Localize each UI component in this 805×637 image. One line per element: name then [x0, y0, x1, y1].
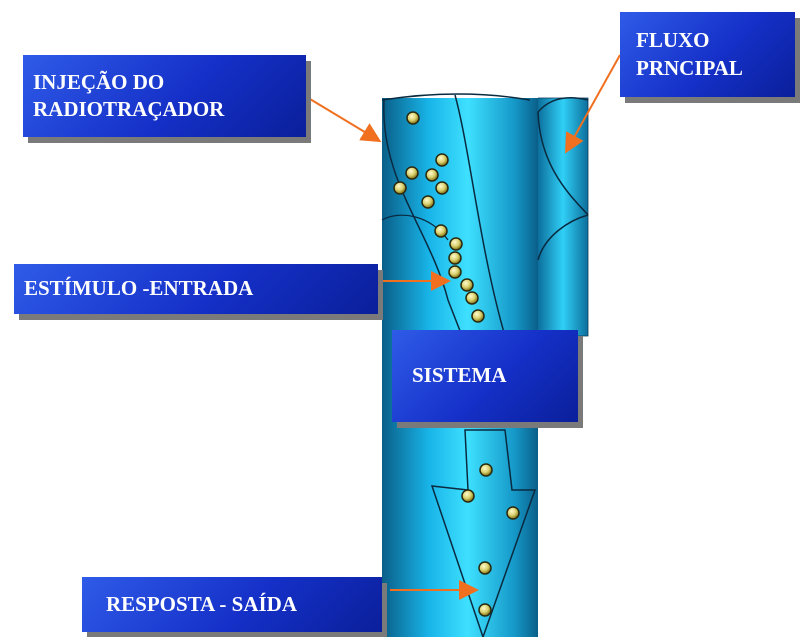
tracer-particle [479, 463, 493, 477]
injection-label: INJEÇÃO DO RADIOTRAÇADOR [23, 55, 306, 137]
response-label: RESPOSTA - SAÍDA [82, 577, 382, 632]
pipe-top-curve [381, 93, 531, 101]
tracer-particle [425, 168, 439, 182]
injection-pointer-arrow [304, 95, 382, 143]
injection-label-line-2: RADIOTRAÇADOR [33, 97, 225, 121]
tracer-particle [393, 181, 407, 195]
side-pipe-top-curve [537, 97, 589, 113]
response-label-text: RESPOSTA - SAÍDA [106, 591, 297, 616]
main-flow-pointer-arrow [565, 54, 621, 154]
tracer-particle [435, 153, 449, 167]
tracer-particle [406, 111, 420, 125]
tracer-particle [478, 603, 492, 617]
tracer-particle [478, 561, 492, 575]
side-flow-curve-2 [537, 214, 589, 261]
tracer-particle [434, 224, 448, 238]
tracer-particle [421, 195, 435, 209]
tracer-particle [461, 489, 475, 503]
system-label-text: SISTEMA [412, 363, 507, 388]
tracer-particle [506, 506, 520, 520]
tracer-particle [405, 166, 419, 180]
flow-curve-right [454, 94, 506, 337]
tracer-particles [393, 111, 520, 617]
main-flow-label: FLUXO PRNCIPAL [620, 12, 795, 97]
side-flow-curve [537, 111, 589, 216]
tracer-particle [460, 278, 474, 292]
system-label: SISTEMA [392, 330, 578, 422]
stimulus-label-text: ESTÍMULO -ENTRADA [24, 276, 254, 301]
tracer-particle [471, 309, 485, 323]
output-arrow [430, 429, 537, 637]
tracer-particle [448, 265, 462, 279]
injection-label-line-1: INJEÇÃO DO [33, 69, 165, 94]
tracer-particle [448, 251, 462, 265]
stimulus-label: ESTÍMULO -ENTRADA [14, 264, 378, 314]
tracer-particle [465, 291, 479, 305]
tracer-particle [449, 237, 463, 251]
tracer-particle [435, 181, 449, 195]
main-flow-label-line-2: PRNCIPAL [636, 55, 743, 80]
main-flow-label-line-1: FLUXO [636, 28, 710, 53]
